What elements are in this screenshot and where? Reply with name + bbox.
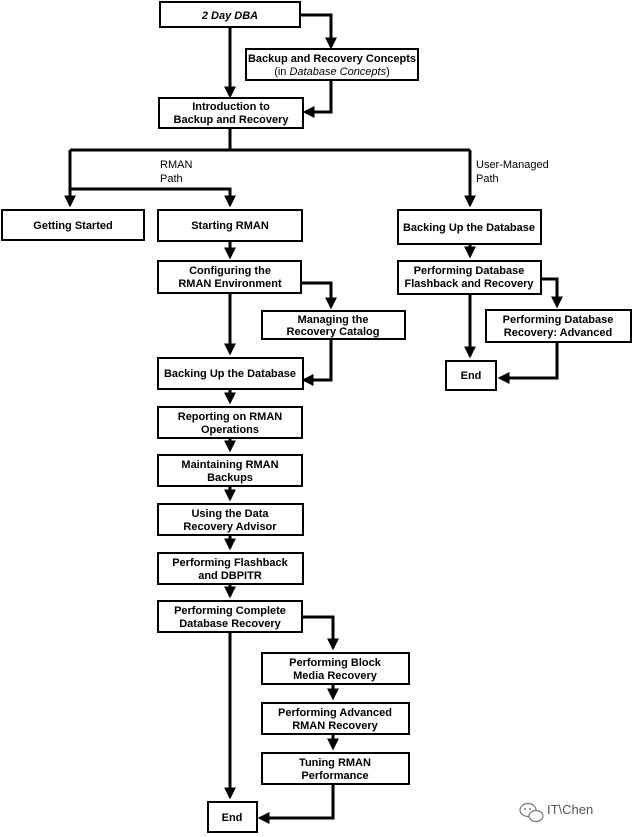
rman-path-label-line2: Path: [160, 173, 183, 185]
node-catalog-line1: Managing the: [298, 314, 369, 326]
node-starting-rman-label: Starting RMAN: [191, 220, 269, 232]
node-backing-up-database-rman[interactable]: Backing Up the Database: [157, 357, 304, 390]
node-backing-up-user-label: Backing Up the Database: [403, 222, 535, 234]
node-tuning-line1: Tuning RMAN: [299, 757, 371, 769]
node-advisor-line2: Recovery Advisor: [183, 521, 277, 533]
node-concepts-line2: (in Database Concepts): [274, 66, 390, 78]
node-flashback-recovery-user[interactable]: Performing Database Flashback and Recove…: [397, 260, 542, 295]
node-intro-line1: Introduction to: [192, 101, 270, 113]
node-reporting-rman[interactable]: Reporting on RMAN Operations: [157, 406, 303, 439]
node-catalog-line2: Recovery Catalog: [287, 326, 380, 338]
node-maintaining-line2: Backups: [207, 472, 253, 484]
arrow-complete-to-block: [302, 615, 339, 651]
node-configuring-line1: Configuring the: [189, 265, 271, 277]
node-getting-started[interactable]: Getting Started: [1, 209, 145, 241]
node-starting-rman[interactable]: Starting RMAN: [157, 209, 303, 242]
watermark: IT\Chen: [519, 802, 593, 823]
node-intro-line2: Backup and Recovery: [174, 114, 290, 126]
node-introduction[interactable]: Introduction to Backup and Recovery: [158, 97, 304, 129]
node-advisor-line1: Using the Data: [191, 508, 269, 520]
user-path-label-line2: Path: [476, 173, 499, 185]
wechat-icon: [519, 802, 544, 823]
node-flashback-user-line1: Performing Database: [414, 265, 525, 277]
connectors: [64, 13, 563, 824]
node-end-rman-label: End: [222, 812, 243, 824]
node-tuning-rman[interactable]: Tuning RMAN Performance: [261, 752, 410, 785]
node-end-user-label: End: [461, 370, 482, 382]
node-advanced-rman-recovery[interactable]: Performing Advanced RMAN Recovery: [261, 702, 410, 735]
node-end-user[interactable]: End: [445, 360, 497, 391]
node-reporting-line1: Reporting on RMAN: [178, 411, 283, 423]
rman-path-label-line1: RMAN: [160, 159, 192, 171]
node-getting-started-label: Getting Started: [33, 220, 112, 232]
node-maintaining-line1: Maintaining RMAN: [181, 459, 278, 471]
node-managing-recovery-catalog[interactable]: Managing the Recovery Catalog: [261, 310, 406, 340]
rman-path-label: RMAN Path: [160, 159, 192, 185]
node-2-day-dba[interactable]: 2 Day DBA: [159, 1, 301, 28]
node-flashback-dbpitr-line2: and DBPITR: [198, 570, 262, 582]
node-flashback-user-line2: Flashback and Recovery: [404, 278, 534, 290]
node-tuning-line2: Performance: [301, 770, 368, 782]
node-data-recovery-advisor[interactable]: Using the Data Recovery Advisor: [157, 503, 304, 536]
arrow-tuning-to-end: [257, 784, 335, 824]
arrow-catalog-to-backing-up: [301, 339, 333, 386]
node-block-media-recovery[interactable]: Performing Block Media Recovery: [261, 652, 410, 685]
arrow-flashback-user-to-advanced: [541, 277, 563, 309]
node-complete-line2: Database Recovery: [179, 618, 281, 630]
node-block-line2: Media Recovery: [293, 670, 378, 682]
arrow-advanced-user-to-end: [497, 342, 559, 384]
node-end-rman[interactable]: End: [207, 801, 258, 833]
node-concepts-line1: Backup and Recovery Concepts: [248, 53, 416, 65]
arrow-concepts-to-intro: [302, 79, 333, 118]
watermark-text: IT\Chen: [547, 802, 593, 817]
user-managed-path-label: User-Managed Path: [476, 159, 549, 185]
node-complete-recovery[interactable]: Performing Complete Database Recovery: [157, 600, 303, 633]
node-flashback-dbpitr-line1: Performing Flashback: [172, 557, 288, 569]
node-configuring-rman[interactable]: Configuring the RMAN Environment: [157, 260, 302, 294]
node-recovery-advanced-line2: Recovery: Advanced: [504, 327, 612, 339]
node-backing-up-rman-label: Backing Up the Database: [164, 368, 296, 380]
node-maintaining-rman[interactable]: Maintaining RMAN Backups: [157, 454, 303, 487]
arrow-dba-to-concepts: [300, 13, 337, 50]
arrow-config-to-catalog: [301, 281, 337, 310]
node-flashback-dbpitr[interactable]: Performing Flashback and DBPITR: [157, 552, 304, 585]
node-configuring-line2: RMAN Environment: [178, 278, 282, 290]
node-backup-recovery-concepts[interactable]: Backup and Recovery Concepts (in Databas…: [245, 48, 419, 81]
node-2-day-dba-label: 2 Day DBA: [201, 10, 258, 22]
node-complete-line1: Performing Complete: [174, 605, 286, 617]
arrow-to-starting-rman: [70, 187, 236, 208]
node-recovery-advanced-user[interactable]: Performing Database Recovery: Advanced: [485, 309, 632, 343]
node-reporting-line2: Operations: [201, 424, 259, 436]
node-advanced-line2: RMAN Recovery: [292, 720, 378, 732]
node-advanced-line1: Performing Advanced: [278, 707, 392, 719]
node-backing-up-database-user[interactable]: Backing Up the Database: [397, 209, 542, 245]
user-path-label-line1: User-Managed: [476, 159, 549, 171]
node-recovery-advanced-line1: Performing Database: [503, 314, 614, 326]
node-block-line1: Performing Block: [289, 657, 382, 669]
